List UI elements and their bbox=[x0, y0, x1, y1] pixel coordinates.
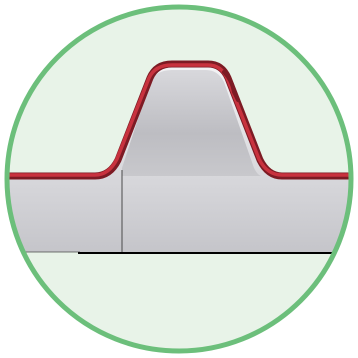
ridge-shading bbox=[122, 70, 262, 176]
coating-lap bbox=[222, 70, 240, 102]
circle-border bbox=[4, 4, 354, 354]
coating-inner-line bbox=[7, 63, 351, 177]
